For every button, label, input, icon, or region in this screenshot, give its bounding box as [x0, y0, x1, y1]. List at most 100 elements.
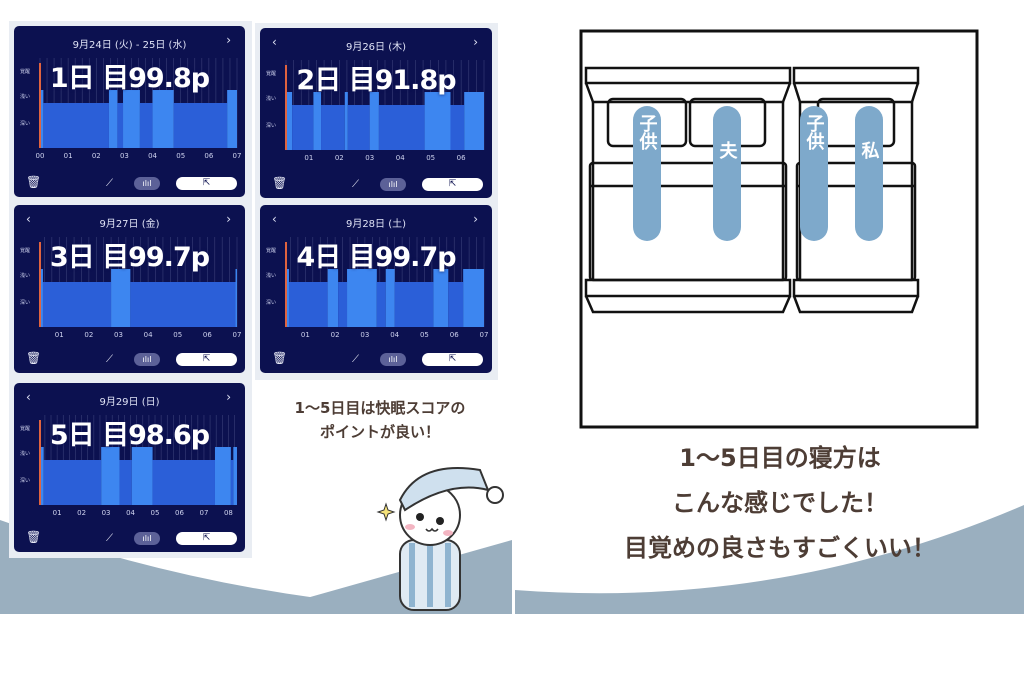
y-label-awake: 覚醒 [20, 426, 31, 432]
sleep-stage-light [369, 92, 379, 150]
line-chart-icon[interactable]: ⟋ [106, 178, 113, 189]
line-chart-icon[interactable]: ⟋ [106, 533, 113, 544]
trash-icon[interactable]: 🗑 [26, 175, 42, 189]
sleep-stage-awake [39, 420, 41, 505]
y-label-deep: 深い [20, 121, 31, 127]
sleep-stage-deep [347, 105, 370, 150]
trash-icon[interactable]: 🗑 [26, 351, 42, 365]
bar-chart-icon[interactable]: ılıl [134, 353, 160, 366]
next-day-button[interactable]: › [226, 390, 231, 404]
x-tick-label: 02 [84, 331, 94, 339]
sleeper-me [855, 106, 883, 241]
x-tick-label: 05 [426, 154, 436, 162]
sleep-stage-light [227, 90, 237, 148]
x-tick-label: 07 [232, 152, 242, 160]
sleep-score: 4日 目99.7p [296, 242, 456, 273]
x-tick-label: 03 [114, 331, 123, 339]
line-chart-icon[interactable]: ⟋ [352, 179, 359, 190]
date-label: 9月27日 (金) [99, 219, 160, 230]
x-tick-label: 06 [456, 154, 466, 162]
x-tick-label: 07 [232, 331, 242, 339]
sleep-stage-light [40, 90, 44, 148]
y-label-deep: 深い [266, 123, 277, 129]
sleep-stage-deep [117, 103, 124, 148]
share-button[interactable]: ⇱ [176, 532, 237, 545]
sleeper-label: 子供 [637, 114, 659, 151]
x-tick-label: 04 [395, 154, 405, 162]
line-chart-icon[interactable]: ⟋ [106, 354, 113, 365]
y-label-deep: 深い [266, 300, 277, 306]
share-button[interactable]: ⇱ [176, 353, 237, 366]
caption-line: ポイントが良い！ [319, 423, 440, 441]
bar-chart-icon[interactable]: ılıl [134, 532, 160, 545]
share-button[interactable]: ⇱ [422, 178, 483, 191]
bar-chart-icon[interactable]: ılıl [134, 177, 160, 190]
next-day-button[interactable]: › [473, 35, 478, 49]
date-label: 9月29日 (日) [99, 397, 160, 408]
sleeper-label: 私 [859, 141, 880, 160]
line-chart-icon[interactable]: ⟋ [352, 354, 359, 365]
x-tick-label: 06 [175, 509, 184, 517]
x-tick-label: 05 [150, 509, 160, 517]
caption-line: 1〜5日目の寝方は [679, 444, 881, 472]
sleep-stage-light [40, 269, 43, 327]
y-label-light: 浅い [20, 451, 31, 457]
hypnogram-chart [39, 237, 238, 327]
x-tick-label: 03 [101, 509, 111, 517]
trash-icon[interactable]: 🗑 [26, 530, 42, 544]
x-tick-label: 04 [148, 152, 158, 160]
sleep-stage-deep [378, 105, 425, 150]
share-button[interactable]: ⇱ [422, 353, 483, 366]
y-label-light: 浅い [20, 94, 31, 100]
sleeper-label: 夫 [717, 140, 738, 160]
prev-day-button[interactable]: ‹ [272, 212, 277, 226]
hypnogram-chart [285, 237, 485, 327]
caption-sleep-arrangement: 1〜5日目の寝方は こんな感じでした！ 目覚めの良さもすごくいい！ [560, 436, 1000, 571]
sleep-score: 2日 目91.8p [296, 65, 456, 96]
trash-icon[interactable]: 🗑 [272, 176, 288, 190]
sleep-stage-light [286, 269, 289, 327]
trash-icon[interactable]: 🗑 [272, 351, 288, 365]
bar-chart-icon[interactable]: ılıl [380, 353, 406, 366]
sleep-stage-light [385, 269, 395, 327]
sleep-stage-light [463, 269, 484, 327]
sleep-stage-deep [376, 282, 386, 327]
caption-score-note: 1〜5日目は快眠スコアの ポイントが良い！ [250, 396, 510, 444]
sleep-stage-light [40, 447, 44, 505]
sleep-stage-light [286, 92, 293, 150]
sleep-stage-deep [292, 105, 314, 150]
bar-chart-icon[interactable]: ılıl [380, 178, 406, 191]
next-day-button[interactable]: › [226, 33, 231, 47]
sleep-stage-light [111, 269, 131, 327]
next-day-button[interactable]: › [226, 212, 231, 226]
sleeper-husband [713, 106, 741, 241]
x-tick-label: 04 [126, 509, 135, 517]
prev-day-button[interactable]: ‹ [26, 212, 31, 226]
y-label-awake: 覚醒 [266, 71, 277, 77]
x-tick-label: 04 [143, 331, 153, 339]
sleep-score: 1日 目99.8p [49, 63, 210, 94]
y-label-awake: 覚醒 [266, 248, 277, 254]
prev-day-button[interactable]: ‹ [26, 390, 31, 404]
y-label-light: 浅い [266, 96, 277, 102]
share-button[interactable]: ⇱ [176, 177, 237, 190]
sleep-stage-light [347, 269, 377, 327]
sleep-score: 3日 目99.7p [49, 242, 210, 273]
prev-day-button[interactable]: ‹ [272, 35, 277, 49]
x-tick-label: 01 [63, 152, 73, 160]
date-label: 9月26日 (木) [345, 42, 407, 53]
x-tick-label: 06 [449, 331, 459, 339]
x-tick-label: 06 [204, 152, 214, 160]
x-tick-label: 02 [334, 154, 344, 162]
sleep-stage-deep [139, 103, 153, 148]
sleep-stage-deep [119, 460, 132, 505]
next-day-button[interactable]: › [473, 212, 478, 226]
sleep-stage-awake [285, 65, 287, 150]
sleep-stage-deep [130, 282, 236, 327]
sleep-stage-awake [39, 242, 41, 327]
sleep-score: 5日 目98.6p [49, 420, 210, 451]
x-tick-label: 08 [223, 509, 233, 517]
